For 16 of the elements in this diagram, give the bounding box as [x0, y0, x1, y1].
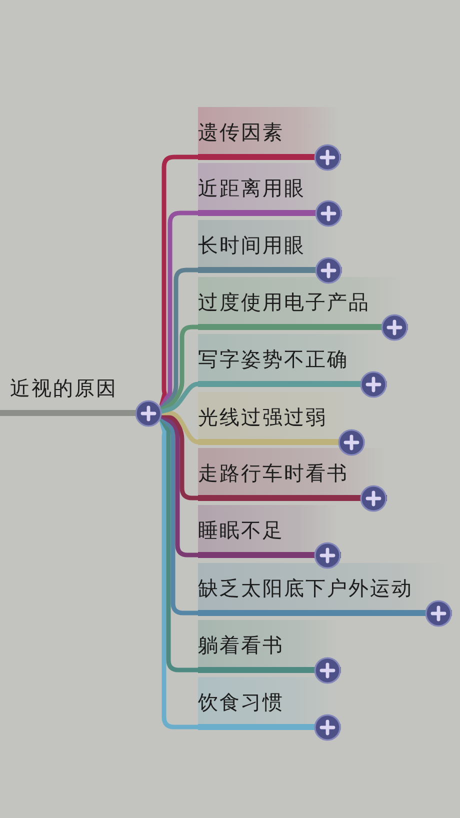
topic-label: 躺着看书	[198, 633, 284, 657]
topic-label: 写字姿势不正确	[198, 347, 348, 371]
topic-label: 饮食习惯	[198, 690, 284, 714]
topic-label: 缺乏太阳底下户外运动	[198, 576, 413, 600]
topic-label: 近距离用眼	[198, 176, 306, 200]
topic-label: 光线过强过弱	[198, 405, 327, 429]
topic-label: 过度使用电子产品	[198, 290, 370, 314]
topic-label: 长时间用眼	[198, 233, 306, 257]
topic-label: 睡眠不足	[198, 518, 284, 542]
topic-label: 走路行车时看书	[198, 461, 348, 485]
branch-connector	[162, 410, 198, 444]
branch-connector	[160, 414, 198, 558]
topic-label: 近视的原因	[10, 376, 118, 400]
branch-connector	[160, 324, 198, 412]
topic-label: 遗传因素	[198, 120, 284, 144]
branch-connector	[160, 382, 198, 414]
